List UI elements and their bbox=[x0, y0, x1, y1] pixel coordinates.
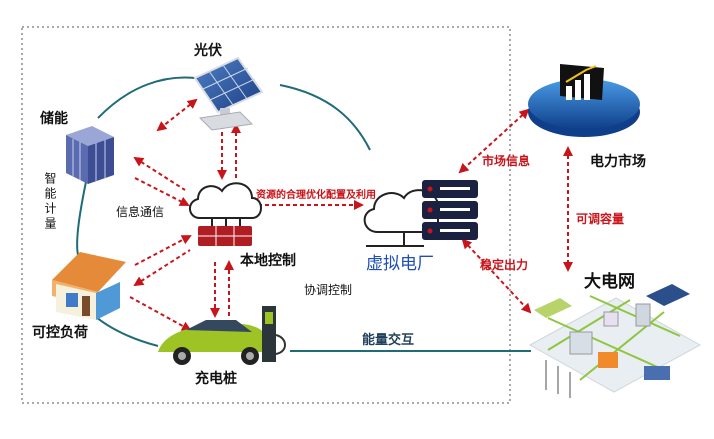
local-area-frame bbox=[21, 26, 511, 404]
arc-lines bbox=[76, 76, 531, 352]
red-arrows bbox=[129, 98, 573, 331]
info-comm-label: 信息通信 bbox=[116, 205, 165, 219]
load-label: 可控负荷 bbox=[32, 325, 88, 341]
adjustable-capacity-label: 可调容量 bbox=[576, 212, 625, 226]
charger-label: 充电桩 bbox=[195, 371, 237, 387]
vpp-label: 虚拟电厂 bbox=[366, 254, 434, 274]
smart-metering-label: 智能计量 bbox=[43, 172, 57, 232]
server-cloud-icon bbox=[363, 180, 478, 247]
house-icon bbox=[52, 252, 126, 320]
local-control-label: 本地控制 bbox=[240, 253, 296, 269]
market-platform-icon bbox=[528, 64, 640, 137]
coordinated-control-label: 协调控制 bbox=[304, 283, 353, 297]
stable-output-label: 稳定出力 bbox=[480, 258, 529, 272]
solar-label: 光伏 bbox=[194, 43, 222, 59]
ev-charger-icon bbox=[158, 306, 286, 365]
city-grid-icon bbox=[528, 284, 702, 398]
solar-panel-icon bbox=[193, 56, 264, 131]
market-info-label: 市场信息 bbox=[482, 154, 531, 168]
market-label: 电力市场 bbox=[590, 154, 646, 170]
battery-storage-icon bbox=[66, 126, 114, 184]
energy-exchange-label: 能量交互 bbox=[362, 333, 415, 348]
grid-label: 大电网 bbox=[584, 272, 635, 292]
resource-opt-label: 资源的合理优化配置及利用 bbox=[256, 190, 376, 201]
cloud-control-icon bbox=[189, 182, 262, 246]
storage-label: 储能 bbox=[40, 111, 68, 127]
